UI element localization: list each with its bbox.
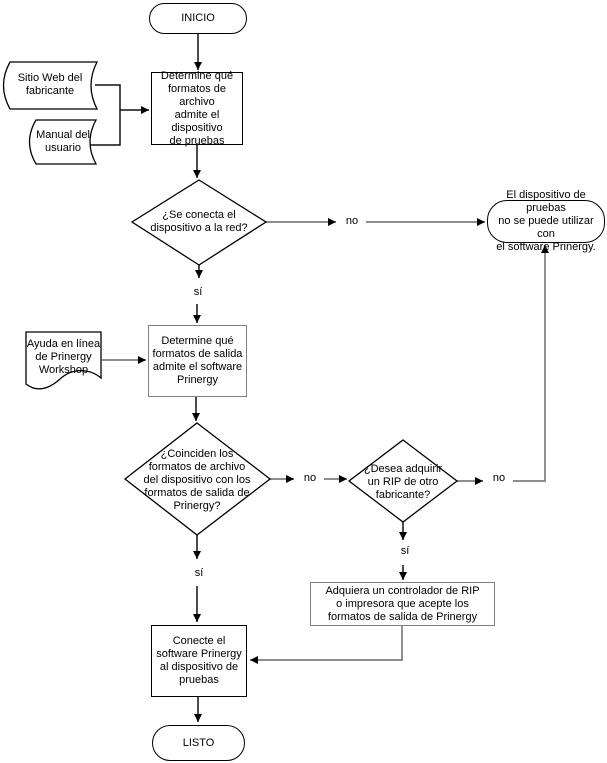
edge-label-dec-red-si: sí [184,286,212,298]
edge-label-dec-rip-no: no [485,472,513,484]
node-dec-rip-label: ¿Desea adquirir un RIP de otro fabricant… [363,462,443,501]
edge-label-dec-coinciden-no: no [296,472,324,484]
node-proc-formats-archivo: Determine qué formatos de archivo admite… [151,69,243,147]
edge-docweb-proc1 [95,84,149,114]
stored-data-shape-manual [28,119,98,165]
decision-shape-red [130,179,268,266]
node-dec-red-label: ¿Se conecta el dispositivo a la red? [150,209,248,234]
edge-adquiera-conecte [250,626,403,664]
decision-shape-coinciden [123,422,272,536]
stored-data-shape-web [2,61,99,110]
node-proc-formats-salida: Determine qué formatos de salida admite … [148,325,247,397]
node-proc-adquiera-label: Adquiera un controlador de RIP o impreso… [325,584,480,623]
document-shape-ayuda [25,331,102,390]
node-term-no-use-label: El dispositivo de pruebas no se puede ut… [496,189,596,253]
edge-label-dec-coinciden-si: sí [185,567,213,579]
decision-shape-rip [347,439,459,523]
node-doc-manual-label: Manual del usuario [36,129,90,154]
node-end: LISTO [152,725,245,761]
node-start-label: INICIO [181,12,215,24]
node-doc-web-label: Sitio Web del fabricante [17,72,83,97]
node-proc-adquiera: Adquiera un controlador de RIP o impreso… [310,582,495,626]
node-doc-ayuda-label: Ayuda en línea de Prinergy Workshop [26,337,101,376]
edge-label-dec-red-no: no [338,215,366,227]
node-end-label: LISTO [182,736,215,749]
node-proc-conecte-label: Conecte el software Prinergy al disposit… [156,635,242,686]
node-dec-coinciden-label: ¿Coinciden los formatos de archivo del d… [143,447,251,512]
node-proc-formats-salida-label: Determine qué formatos de salida admite … [152,335,243,386]
edge-label-dec-rip-si: sí [391,545,419,557]
edge-docmanual-merge [90,110,121,146]
node-proc-formats-archivo-label: Determine qué formatos de archivo admite… [160,69,234,147]
node-proc-conecte: Conecte el software Prinergy al disposit… [151,625,247,697]
edge-dec3-no-b [508,245,549,482]
node-start: INICIO [149,3,247,34]
node-term-no-use: El dispositivo de pruebas no se puede ut… [487,189,605,253]
